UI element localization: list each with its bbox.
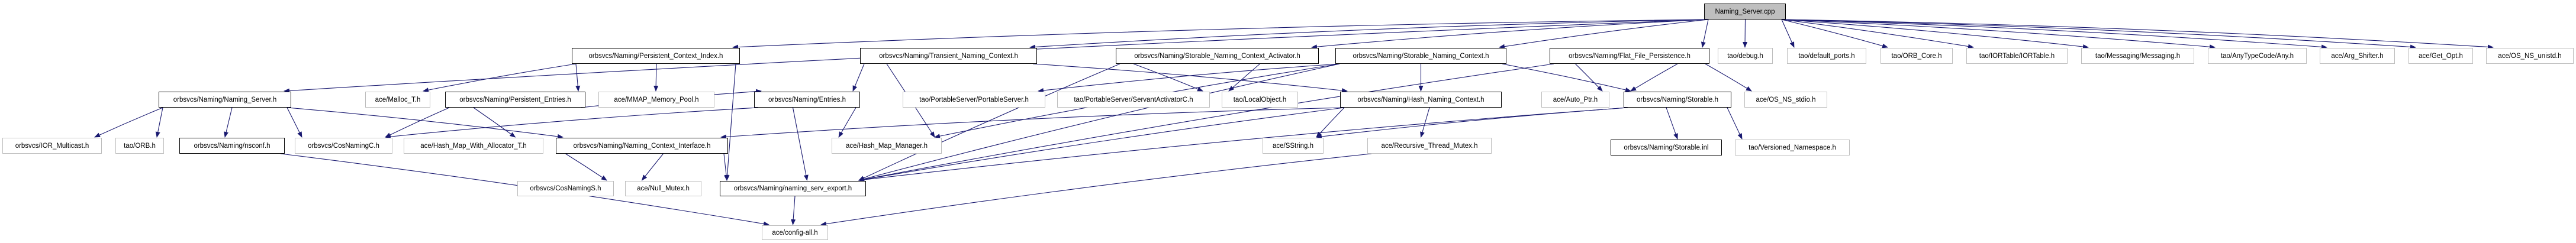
include-edge-rtm-configall xyxy=(820,153,1372,226)
graph-node-hnc[interactable]: orbsvcs/Naming/Hash_Naming_Context.h xyxy=(1340,92,1502,108)
include-edge-cpp-ffp xyxy=(1701,19,1709,48)
include-edge-nci-cosnamings xyxy=(565,153,607,181)
include-edge-cpp-argshifter xyxy=(1781,19,2327,50)
include-edge-nsh-iorm xyxy=(94,107,163,138)
graph-node-orb[interactable]: tao/ORB.h xyxy=(115,138,164,154)
graph-node-messaging[interactable]: tao/Messaging/Messaging.h xyxy=(2081,48,2194,64)
include-edge-pci-export xyxy=(724,63,736,181)
include-edge-snc-export xyxy=(858,63,1340,182)
include-edge-cpp-unistd xyxy=(1781,19,2494,50)
graph-node-unistd[interactable]: ace/OS_NS_unistd.h xyxy=(2486,48,2574,64)
graph-node-iorm[interactable]: orbsvcs/IOR_Multicast.h xyxy=(2,138,102,154)
graph-node-vns[interactable]: tao/Versioned_Namespace.h xyxy=(1735,140,1850,155)
graph-node-argshifter[interactable]: ace/Arg_Shifter.h xyxy=(2320,48,2395,64)
include-edge-snca-lo xyxy=(1228,63,1260,92)
include-edge-hnc-export xyxy=(858,107,1345,182)
include-edge-snc-ps xyxy=(1038,63,1340,93)
include-edge-storable-vns xyxy=(1727,107,1743,140)
graph-node-getopt[interactable]: ace/Get_Opt.h xyxy=(2408,48,2473,64)
include-edge-storable-sinl xyxy=(1666,107,1678,140)
graph-node-nci[interactable]: orbsvcs/Naming/Naming_Context_Interface.… xyxy=(556,138,728,154)
graph-node-nsconf[interactable]: orbsvcs/Naming/nsconf.h xyxy=(179,138,285,154)
graph-node-cosnamings[interactable]: orbsvcs/CosNamingS.h xyxy=(517,181,614,196)
graph-node-defports[interactable]: tao/default_ports.h xyxy=(1787,48,1866,64)
include-edge-cpp-any xyxy=(1781,19,2216,50)
graph-node-nullmutex[interactable]: ace/Null_Mutex.h xyxy=(625,181,701,196)
include-edge-cpp-snc xyxy=(1499,19,1709,49)
graph-node-configall[interactable]: ace/config-all.h xyxy=(762,225,828,240)
graph-node-ffp[interactable]: orbsvcs/Naming/Flat_File_Persistence.h xyxy=(1550,48,1709,64)
include-edge-nsh-nsconf xyxy=(224,107,233,138)
graph-node-cosnamingc[interactable]: orbsvcs/CosNamingC.h xyxy=(295,138,392,154)
graph-node-malloct[interactable]: ace/Malloc_T.h xyxy=(365,92,430,108)
include-edge-nci-nullmutex xyxy=(641,153,664,181)
graph-node-cpp[interactable]: Naming_Server.cpp xyxy=(1704,4,1786,20)
include-edge-cpp-orbcore xyxy=(1781,19,1888,48)
include-edge-nsh-nci xyxy=(286,107,564,139)
graph-node-sac[interactable]: tao/PortableServer/ServantActivatorC.h xyxy=(1057,92,1210,108)
graph-node-iortable[interactable]: tao/IORTable/IORTable.h xyxy=(1966,48,2068,64)
include-edge-entries-hmm xyxy=(838,107,856,138)
include-edge-tnc-entries xyxy=(852,63,865,92)
include-edge-snca-export xyxy=(858,63,1120,181)
graph-node-nsh[interactable]: orbsvcs/Naming/Naming_Server.h xyxy=(159,92,291,108)
include-edge-pe-cosnamingc xyxy=(385,107,450,138)
include-edge-nsh-cosnamingc xyxy=(286,107,302,138)
include-edge-snc-storable xyxy=(1502,63,1631,92)
include-edge-pci-malloct xyxy=(423,63,577,93)
include-edge-entries-export xyxy=(792,107,809,181)
include-edge-cpp-getopt xyxy=(1781,19,2416,50)
graph-node-pe[interactable]: orbsvcs/Naming/Persistent_Entries.h xyxy=(445,92,585,108)
graph-node-tnc[interactable]: orbsvcs/Naming/Transient_Naming_Context.… xyxy=(860,48,1037,64)
include-edge-nci-export xyxy=(723,153,729,181)
include-edge-pe-hmwa xyxy=(473,107,516,138)
graph-node-lo[interactable]: tao/LocalObject.h xyxy=(1222,92,1298,108)
include-edge-storable-export xyxy=(858,107,1628,182)
include-edge-nsh-orb xyxy=(155,107,163,138)
include-edge-ffp-export xyxy=(858,63,1554,182)
include-edge-ffp-stdio xyxy=(1705,63,1752,92)
include-edge-pci-pe xyxy=(575,63,581,92)
graph-node-hmm[interactable]: ace/Hash_Map_Manager.h xyxy=(832,138,942,154)
include-edge-cpp-tnc xyxy=(1029,19,1709,50)
include-edge-cpp-defports xyxy=(1781,19,1795,48)
include-edge-hnc-rtm xyxy=(1420,107,1430,138)
graph-node-pci[interactable]: orbsvcs/Naming/Persistent_Context_Index.… xyxy=(572,48,740,64)
graph-node-entries[interactable]: orbsvcs/Naming/Entries.h xyxy=(754,92,860,108)
include-edge-entries-cosnamingc xyxy=(385,107,759,140)
include-edge-storable-sstring xyxy=(1316,107,1628,139)
graph-node-storable[interactable]: orbsvcs/Naming/Storable.h xyxy=(1624,92,1731,108)
include-edge-cpp-iortable xyxy=(1781,19,1974,49)
graph-node-rtm[interactable]: ace/Recursive_Thread_Mutex.h xyxy=(1367,138,1492,154)
include-edge-ffp-autoptr xyxy=(1575,63,1603,92)
graph-node-stdio[interactable]: ace/OS_NS_stdio.h xyxy=(1744,92,1827,108)
include-edge-export-configall xyxy=(791,196,796,225)
include-edge-ffp-storable xyxy=(1630,63,1678,92)
graph-node-ps[interactable]: tao/PortableServer/PortableServer.h xyxy=(903,92,1045,108)
include-edge-tnc-hnc xyxy=(1032,63,1348,93)
include-edge-cpp-messaging xyxy=(1781,19,2089,49)
include-edge-cpp-snca xyxy=(1311,19,1709,50)
graph-node-mmap[interactable]: ace/MMAP_Memory_Pool.h xyxy=(598,92,714,108)
graph-node-autoptr[interactable]: ace/Auto_Ptr.h xyxy=(1541,92,1609,108)
graph-node-hmwa[interactable]: ace/Hash_Map_With_Allocator_T.h xyxy=(404,138,543,154)
graph-node-sstring[interactable]: ace/SString.h xyxy=(1263,138,1324,154)
graph-node-sinl[interactable]: orbsvcs/Naming/Storable.inl xyxy=(1611,140,1722,155)
include-edge-hnc-nci xyxy=(720,107,1345,140)
graph-node-snc[interactable]: orbsvcs/Naming/Storable_Naming_Context.h xyxy=(1335,48,1506,64)
graph-node-any[interactable]: tao/AnyTypeCode/Any.h xyxy=(2208,48,2307,64)
graph-node-export[interactable]: orbsvcs/Naming/naming_serv_export.h xyxy=(720,181,866,196)
graph-node-debug[interactable]: tao/debug.h xyxy=(1718,48,1773,64)
include-edge-cpp-debug xyxy=(1743,19,1748,48)
graph-node-orbcore[interactable]: tao/ORB_Core.h xyxy=(1881,48,1953,64)
include-edge-cpp-pci xyxy=(732,19,1709,50)
graph-node-snca[interactable]: orbsvcs/Naming/Storable_Naming_Context_A… xyxy=(1116,48,1319,64)
